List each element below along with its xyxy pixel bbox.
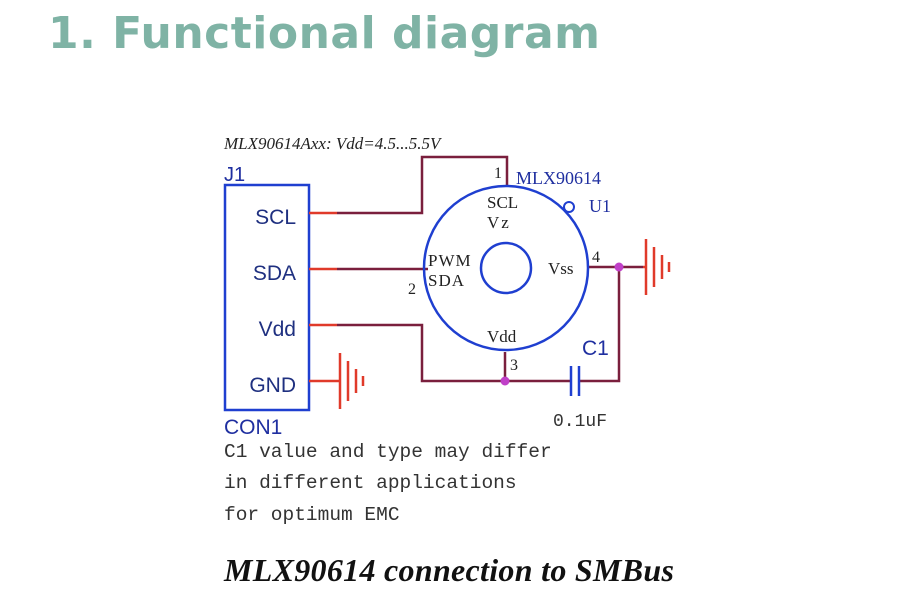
- wires: [337, 155, 643, 383]
- sensor-label-vdd: Vdd: [487, 327, 517, 346]
- sensor-body: [422, 184, 590, 352]
- sensor-pin-number-sda: 2: [408, 281, 416, 298]
- sensor-part: MLX90614: [516, 168, 601, 188]
- sensor-ref: U1: [589, 196, 611, 216]
- diagram-caption: MLX90614 connection to SMBus: [224, 552, 675, 588]
- sensor-label-pwm: PWM: [428, 251, 472, 270]
- junction-dot-vss: [614, 262, 624, 272]
- connector-ref: J1: [224, 164, 245, 186]
- capacitor-ref: C1: [582, 337, 609, 360]
- sensor-pin-number-scl: 1: [494, 165, 502, 182]
- note-line: for optimum EMC: [224, 504, 400, 526]
- ground-icon: [337, 353, 365, 409]
- junction-dot-vdd: [500, 376, 510, 386]
- note-line: C1 value and type may differ: [224, 441, 552, 463]
- pin1-marker: [563, 201, 575, 213]
- connector-pin-sda: SDA: [253, 262, 296, 285]
- sensor-label-vss: Vss: [548, 259, 574, 278]
- connector-body: [223, 183, 311, 412]
- connector-pin-vdd: Vdd: [259, 318, 296, 341]
- sensor-label-vz: Vz: [487, 213, 511, 232]
- page-title: 1. Functional diagram: [48, 8, 601, 59]
- capacitor-value: 0.1uF: [553, 412, 607, 432]
- sensor-inner-circle: [479, 241, 533, 295]
- sensor-label-sda: SDA: [428, 271, 465, 290]
- wire-scl: [337, 155, 509, 215]
- note-line: in different applications: [224, 472, 517, 494]
- connector-part: CON1: [224, 416, 282, 439]
- connector-pin-stubs: [309, 211, 337, 383]
- supply-note: MLX90614Axx: Vdd=4.5...5.5V: [223, 134, 443, 153]
- connector-pin-scl: SCL: [255, 206, 296, 229]
- connector-pin-gnd: GND: [249, 374, 296, 397]
- sensor-label-scl: SCL: [487, 193, 518, 212]
- sensor-pin-number-vss: 4: [592, 249, 600, 266]
- wire-cap-right: [580, 267, 621, 383]
- wire-vdd: [337, 323, 505, 383]
- sensor-pin-number-vdd: 3: [510, 357, 518, 374]
- capacitor-symbol: [569, 366, 581, 396]
- ground-icon: [643, 239, 671, 295]
